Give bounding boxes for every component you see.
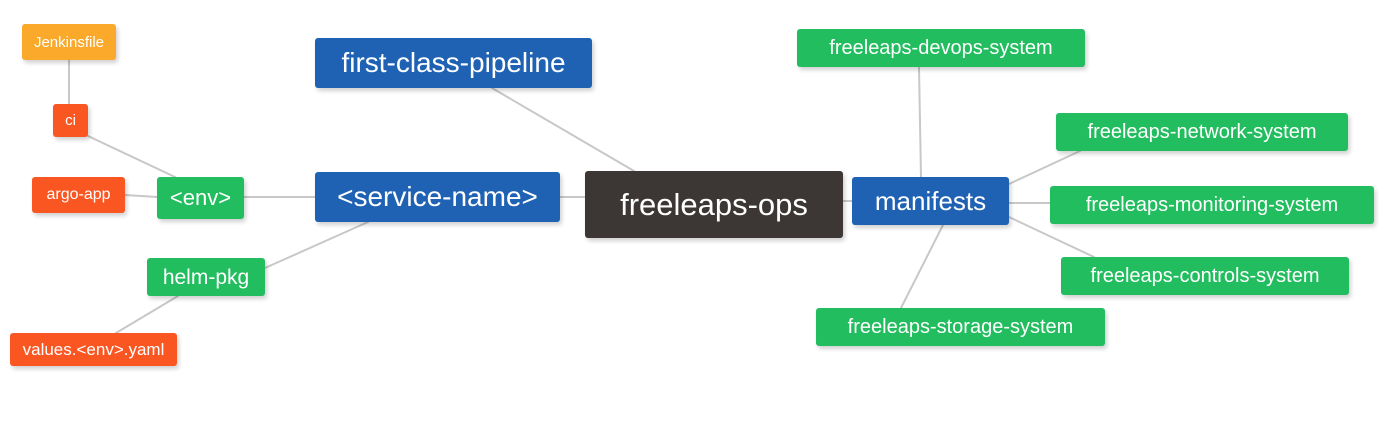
node-label-freeleaps-controls-system: freeleaps-controls-system	[1090, 265, 1320, 287]
node-service-name[interactable]: <service-name>	[315, 172, 560, 222]
node-freeleaps-devops-system[interactable]: freeleaps-devops-system	[797, 29, 1085, 67]
edge-ci-to-env	[87, 135, 176, 178]
node-freeleaps-ops[interactable]: freeleaps-ops	[585, 171, 843, 238]
node-values-env-yaml[interactable]: values.<env>.yaml	[10, 333, 177, 366]
edge-first-class-pipeline-to-freeleaps-ops	[491, 87, 635, 172]
edge-values-env-yaml-to-helm-pkg	[115, 295, 179, 334]
node-helm-pkg[interactable]: helm-pkg	[147, 258, 265, 296]
node-manifests[interactable]: manifests	[852, 177, 1009, 225]
node-label-values-env-yaml: values.<env>.yaml	[22, 340, 165, 359]
node-ci[interactable]: ci	[53, 104, 88, 137]
node-freeleaps-storage-system[interactable]: freeleaps-storage-system	[816, 308, 1105, 346]
node-label-first-class-pipeline: first-class-pipeline	[341, 47, 566, 78]
edge-argo-app-to-env	[124, 194, 158, 198]
node-argo-app[interactable]: argo-app	[32, 177, 125, 213]
edge-helm-pkg-to-service-name	[264, 221, 369, 269]
node-label-argo-app: argo-app	[46, 186, 111, 203]
node-label-manifests: manifests	[874, 186, 987, 216]
node-label-helm-pkg: helm-pkg	[162, 265, 250, 289]
node-env[interactable]: <env>	[157, 177, 244, 219]
node-label-freeleaps-devops-system: freeleaps-devops-system	[829, 37, 1053, 59]
node-label-env: <env>	[169, 185, 232, 210]
node-label-ci: ci	[65, 112, 76, 129]
node-freeleaps-network-system[interactable]: freeleaps-network-system	[1056, 113, 1348, 151]
node-label-freeleaps-ops: freeleaps-ops	[620, 187, 808, 222]
node-label-freeleaps-network-system: freeleaps-network-system	[1087, 121, 1317, 143]
edge-manifests-to-freeleaps-storage-system	[900, 224, 944, 309]
edge-manifests-to-freeleaps-devops-system	[918, 66, 922, 178]
node-freeleaps-controls-system[interactable]: freeleaps-controls-system	[1061, 257, 1349, 295]
node-label-jenkinsfile: Jenkinsfile	[33, 33, 105, 51]
edge-manifests-to-freeleaps-network-system	[1008, 150, 1081, 185]
node-label-freeleaps-monitoring-system: freeleaps-monitoring-system	[1085, 194, 1339, 216]
node-first-class-pipeline[interactable]: first-class-pipeline	[315, 38, 592, 88]
node-label-freeleaps-storage-system: freeleaps-storage-system	[847, 316, 1074, 338]
node-jenkinsfile[interactable]: Jenkinsfile	[22, 24, 116, 60]
node-label-service-name: <service-name>	[337, 181, 538, 212]
node-freeleaps-monitoring-system[interactable]: freeleaps-monitoring-system	[1050, 186, 1374, 224]
